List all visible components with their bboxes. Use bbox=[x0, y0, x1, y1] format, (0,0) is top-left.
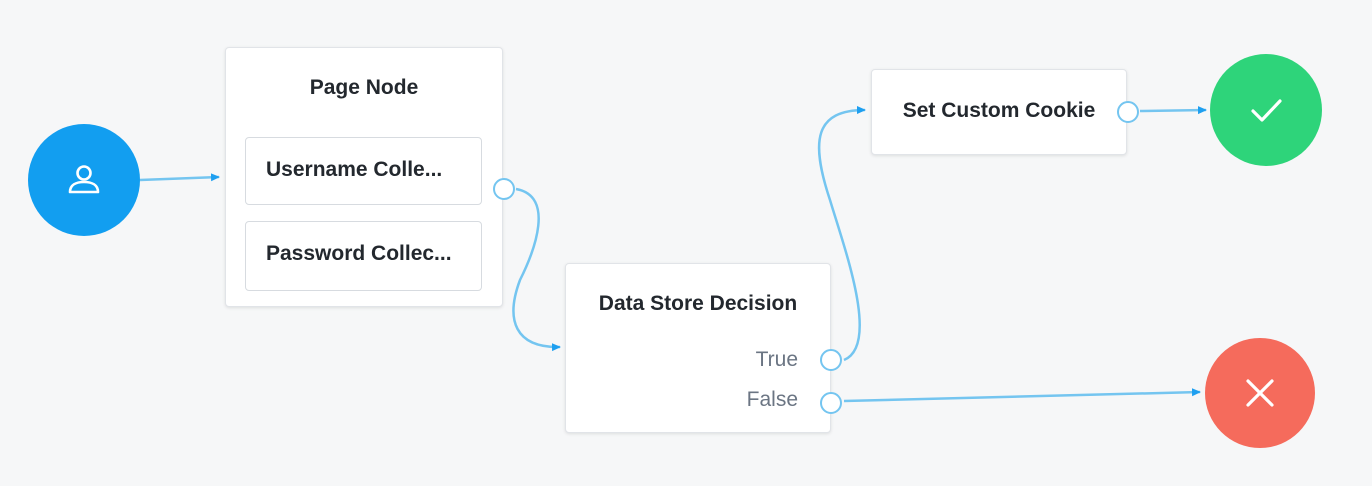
checkmark-icon bbox=[1251, 99, 1282, 122]
connector-page-to-decision bbox=[512, 187, 561, 352]
cookie-node-title: Set Custom Cookie bbox=[902, 99, 1096, 122]
cookie-node-output-port[interactable] bbox=[1117, 101, 1139, 123]
password-collector-node[interactable]: Password Collec... bbox=[245, 221, 482, 291]
close-icon bbox=[1246, 379, 1274, 407]
page-node[interactable]: Page Node Username Colle... Password Col… bbox=[225, 47, 503, 307]
outcome-true-port[interactable] bbox=[820, 349, 842, 371]
start-node[interactable] bbox=[28, 124, 140, 236]
outcome-false-port[interactable] bbox=[820, 392, 842, 414]
connector-start-to-page bbox=[139, 173, 220, 182]
user-icon bbox=[68, 165, 100, 194]
username-collector-node[interactable]: Username Colle... bbox=[245, 137, 482, 205]
failure-node[interactable] bbox=[1205, 338, 1315, 448]
data-store-decision-node[interactable]: Data Store Decision True False bbox=[565, 263, 831, 433]
page-node-title: Page Node bbox=[309, 76, 419, 99]
connector-cookie-to-success bbox=[1139, 106, 1207, 115]
outcome-true-label: True bbox=[755, 348, 798, 371]
page-node-output-port[interactable] bbox=[493, 178, 515, 200]
decision-node-title: Data Store Decision bbox=[598, 292, 798, 315]
outcome-false-label: False bbox=[746, 388, 798, 411]
set-custom-cookie-node[interactable]: Set Custom Cookie bbox=[871, 69, 1127, 155]
connector-false-to-failure bbox=[843, 388, 1201, 403]
connector-true-to-cookie bbox=[817, 106, 866, 362]
success-node[interactable] bbox=[1210, 54, 1322, 166]
